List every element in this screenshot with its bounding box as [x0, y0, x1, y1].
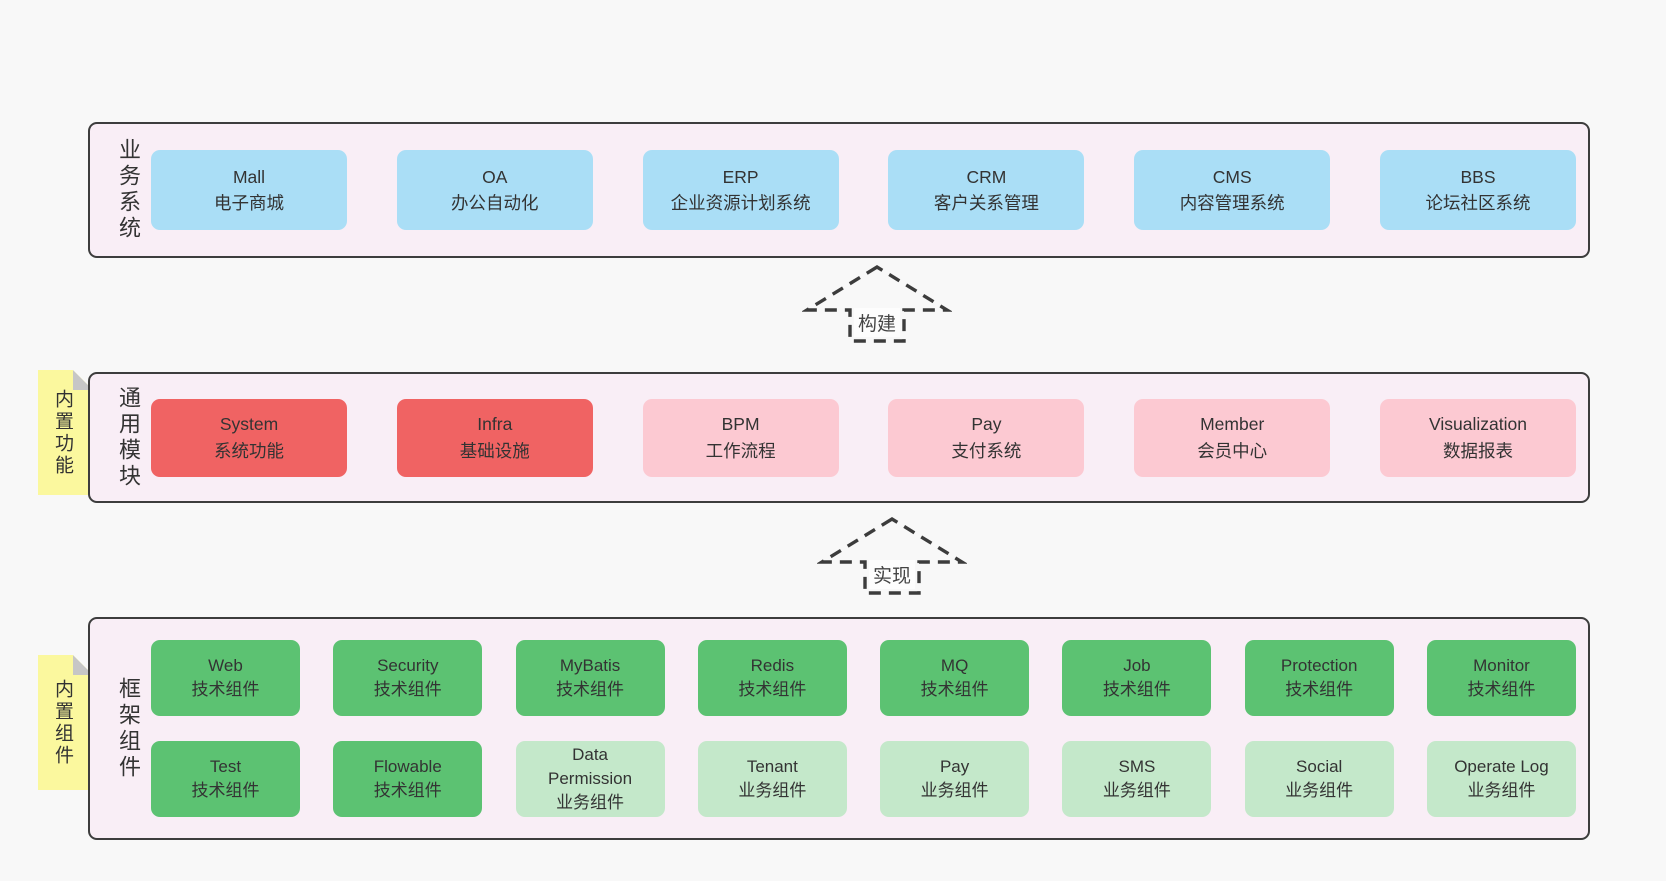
framework-row-1: Web 技术组件 Security 技术组件 MyBatis 技术组件 Redi…: [151, 640, 1576, 716]
box-crm: CRM 客户关系管理: [888, 150, 1085, 230]
box-bbs: BBS 论坛社区系统: [1379, 150, 1576, 230]
layer-business-systems: 业务系统 Mall 电子商城 OA 办公自动化 ERP 企业资源计划系统 CRM…: [88, 122, 1590, 258]
framework-row-2: Test 技术组件 Flowable 技术组件 Data Permission …: [151, 741, 1576, 817]
box-erp: ERP 企业资源计划系统: [642, 150, 839, 230]
box-protection: Protection 技术组件: [1244, 640, 1394, 716]
sticky-note-builtin-features: 内置功能: [38, 370, 93, 495]
modules-box-row: System 系统功能 Infra 基础设施 BPM 工作流程 Pay 支付系统…: [139, 398, 1588, 477]
box-member: Member 会员中心: [1134, 398, 1331, 477]
sticky-note-text: 内置功能: [52, 388, 73, 477]
box-sms: SMS 业务组件: [1062, 741, 1212, 817]
box-infra: Infra 基础设施: [396, 398, 593, 477]
arrow-build: 构建: [802, 264, 952, 344]
business-box-row: Mall 电子商城 OA 办公自动化 ERP 企业资源计划系统 CRM 客户关系…: [139, 150, 1588, 230]
sticky-note-builtin-components: 内置组件: [38, 655, 93, 790]
box-oa: OA 办公自动化: [396, 150, 593, 230]
box-bpm: BPM 工作流程: [642, 398, 839, 477]
box-mall: Mall 电子商城: [151, 150, 347, 230]
sticky-note-text: 内置组件: [52, 678, 73, 767]
box-mybatis: MyBatis 技术组件: [515, 640, 665, 716]
box-test: Test 技术组件: [151, 741, 300, 817]
arrow-label-build: 构建: [853, 308, 901, 337]
box-tenant: Tenant 业务组件: [697, 741, 847, 817]
box-flowable: Flowable 技术组件: [333, 741, 483, 817]
up-arrow-icon: [802, 265, 952, 343]
box-mq: MQ 技术组件: [880, 640, 1030, 716]
box-security: Security 技术组件: [333, 640, 483, 716]
layer-label-framework: 框架组件: [116, 676, 141, 781]
arrow-implement: 实现: [817, 516, 967, 596]
box-job: Job 技术组件: [1062, 640, 1212, 716]
box-operate-log: Operate Log 业务组件: [1426, 741, 1576, 817]
box-visualization: Visualization 数据报表: [1379, 398, 1576, 477]
box-web: Web 技术组件: [151, 640, 300, 716]
layer-label-business: 业务系统: [116, 138, 141, 242]
box-redis: Redis 技术组件: [697, 640, 847, 716]
box-system: System 系统功能: [151, 398, 347, 477]
box-data-permission: Data Permission 业务组件: [515, 741, 665, 817]
layer-framework-components: 框架组件 Web 技术组件 Security 技术组件 MyBatis 技术组件…: [88, 617, 1590, 840]
box-social: Social 业务组件: [1244, 741, 1394, 817]
box-pay-biz: Pay 业务组件: [880, 741, 1030, 817]
up-arrow-icon: [817, 517, 967, 595]
box-cms: CMS 内容管理系统: [1134, 150, 1331, 230]
framework-box-rows: Web 技术组件 Security 技术组件 MyBatis 技术组件 Redi…: [139, 640, 1588, 817]
layer-label-modules: 通用模块: [116, 385, 141, 490]
layer-common-modules: 通用模块 System 系统功能 Infra 基础设施 BPM 工作流程 Pay…: [88, 372, 1590, 503]
box-pay: Pay 支付系统: [888, 398, 1085, 477]
box-monitor: Monitor 技术组件: [1426, 640, 1576, 716]
arrow-label-implement: 实现: [868, 560, 916, 589]
